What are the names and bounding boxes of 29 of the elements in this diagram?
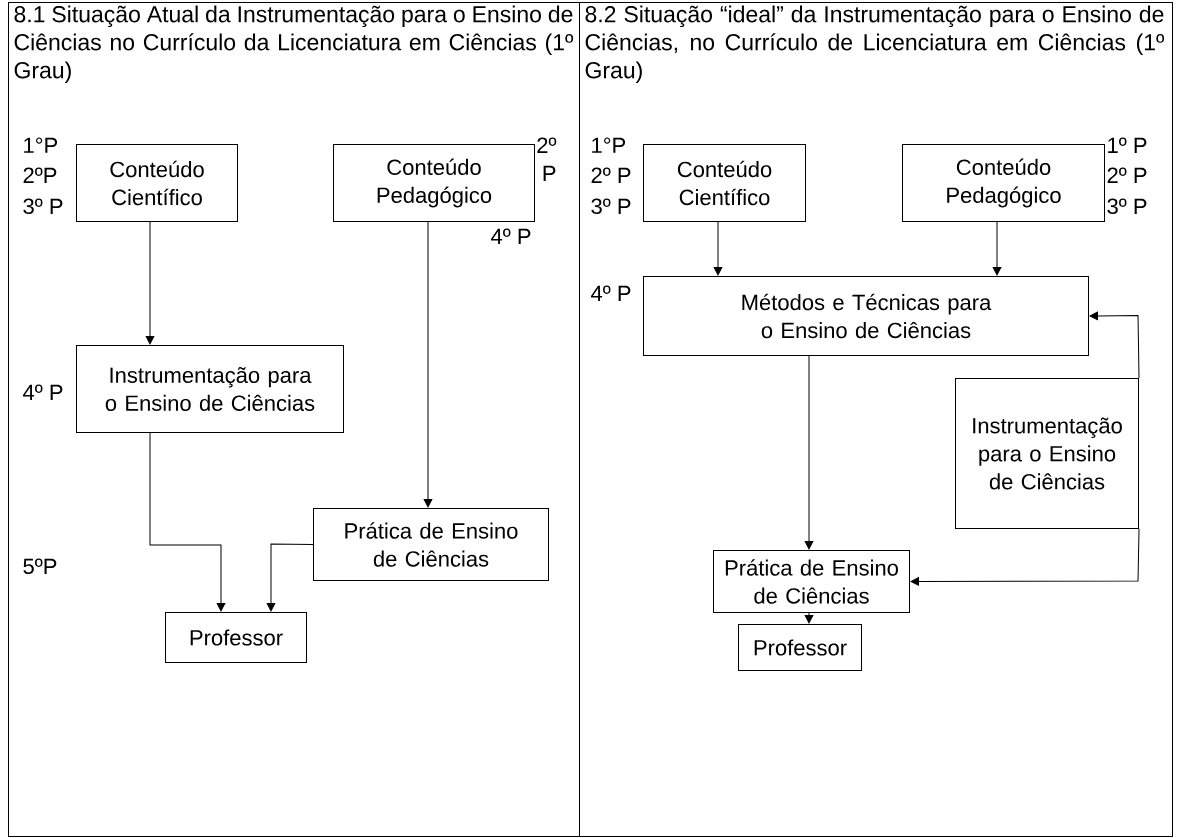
process-box: Professor — [738, 624, 862, 671]
arrow — [804, 355, 814, 550]
process-box: Instrumentação para o Ensino de Ciências — [955, 378, 1139, 529]
period-label: 1°P — [24, 137, 58, 153]
period-label: 1°P — [592, 137, 626, 153]
arrow — [713, 221, 723, 276]
period-label: 5ºP — [23, 558, 57, 575]
arrow — [266, 543, 314, 612]
period-label: 3º P — [591, 198, 631, 215]
arrow — [804, 612, 814, 624]
process-box: Prática de Ensino de Ciências — [713, 550, 910, 613]
arrow — [145, 221, 155, 345]
process-box: Conteúdo Pedagógico — [333, 144, 535, 222]
arrow — [149, 432, 226, 612]
arrow — [992, 221, 1002, 276]
period-label: 4º P — [591, 285, 631, 301]
process-box: Prática de Ensino de Ciências — [313, 508, 549, 581]
process-box: Professor — [165, 612, 307, 663]
period-label: 1º P — [1108, 137, 1147, 153]
arrow — [1089, 311, 1140, 379]
process-box: Conteúdo Científico — [643, 144, 806, 222]
period-label: 3º P — [1107, 198, 1147, 215]
process-box: Métodos e Técnicas para o Ensino de Ciências — [643, 276, 1089, 356]
process-box: Conteúdo Científico — [76, 144, 238, 222]
process-box: Instrumentação para o Ensino de Ciências — [76, 345, 344, 433]
process-box: Conteúdo Pedagógico — [902, 144, 1105, 222]
arrow — [910, 528, 1140, 586]
period-label: 2º P — [591, 167, 631, 183]
arrow — [423, 221, 433, 508]
